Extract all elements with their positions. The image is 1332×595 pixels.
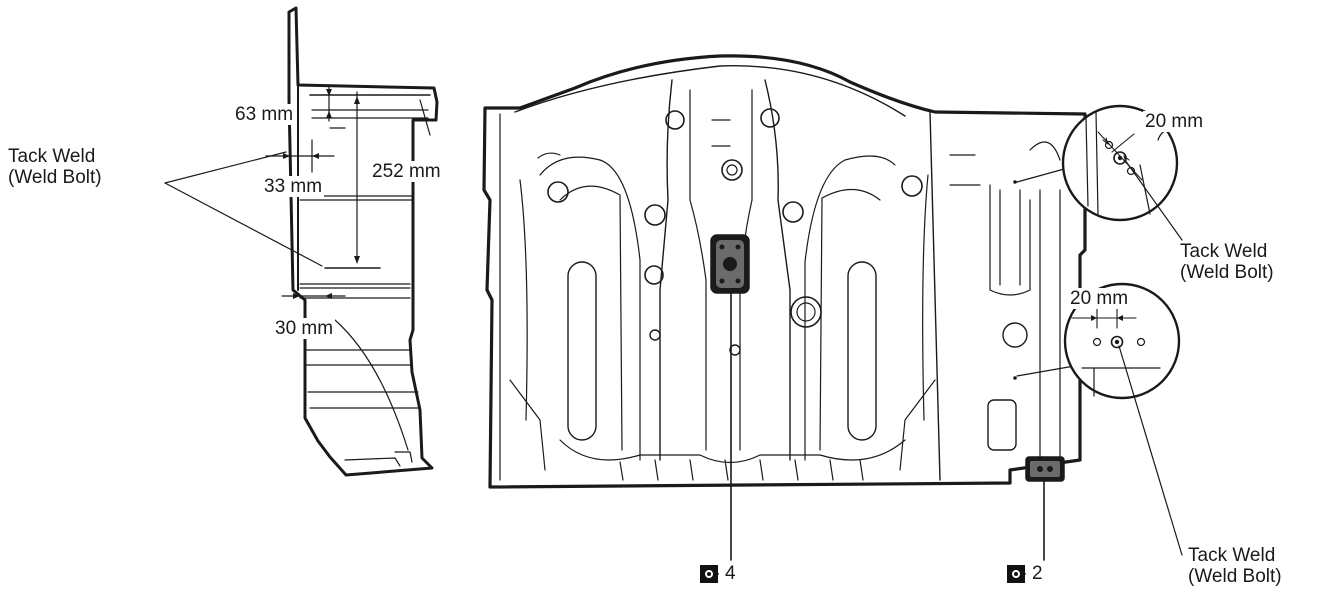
- weld-bolt-text: (Weld Bolt): [1188, 566, 1282, 587]
- weld-callout-center: — 4: [700, 563, 736, 585]
- dimension-20mm-bottom: 20 mm: [1068, 288, 1131, 309]
- leader-line: [1118, 345, 1183, 556]
- leader-line: [1124, 159, 1183, 241]
- tack-weld-text: Tack Weld: [1180, 241, 1268, 262]
- tack-weld-text: Tack Weld: [8, 146, 96, 167]
- tack-weld-label-right-bottom: Tack Weld (Weld Bolt): [1188, 545, 1282, 587]
- leader-line: [164, 182, 323, 267]
- weld-count: 2: [1032, 563, 1043, 584]
- right-weld-bolt-block: [1025, 456, 1065, 482]
- leader-line: [164, 151, 287, 184]
- dimension-20mm-top: 20 mm: [1143, 111, 1206, 132]
- center-weld-bolt-block: [710, 234, 750, 294]
- detail-circle-bottom: [1063, 282, 1183, 556]
- floor-panel-outline: [482, 54, 1087, 489]
- weld-bolt-text: (Weld Bolt): [8, 167, 102, 188]
- dimension-63mm: 63 mm: [233, 104, 296, 125]
- tack-weld-label-left: Tack Weld (Weld Bolt): [8, 146, 102, 188]
- tack-weld-text: Tack Weld: [1188, 545, 1276, 566]
- spot-weld-icon: [700, 565, 718, 583]
- floor-panel-view: [482, 54, 1087, 561]
- weld-bolt-text: (Weld Bolt): [1180, 262, 1274, 283]
- side-section-view: [164, 6, 439, 477]
- side-section-outline: [287, 6, 439, 477]
- dimension-33mm: 33 mm: [262, 176, 325, 197]
- dimension-252mm: 252 mm: [370, 161, 443, 182]
- dimension-30mm: 30 mm: [273, 318, 336, 339]
- weld-callout-right: — 2: [1007, 563, 1043, 585]
- weld-count: 4: [725, 563, 736, 584]
- tack-weld-label-right-top: Tack Weld (Weld Bolt): [1180, 241, 1274, 283]
- spot-weld-icon: [1007, 565, 1025, 583]
